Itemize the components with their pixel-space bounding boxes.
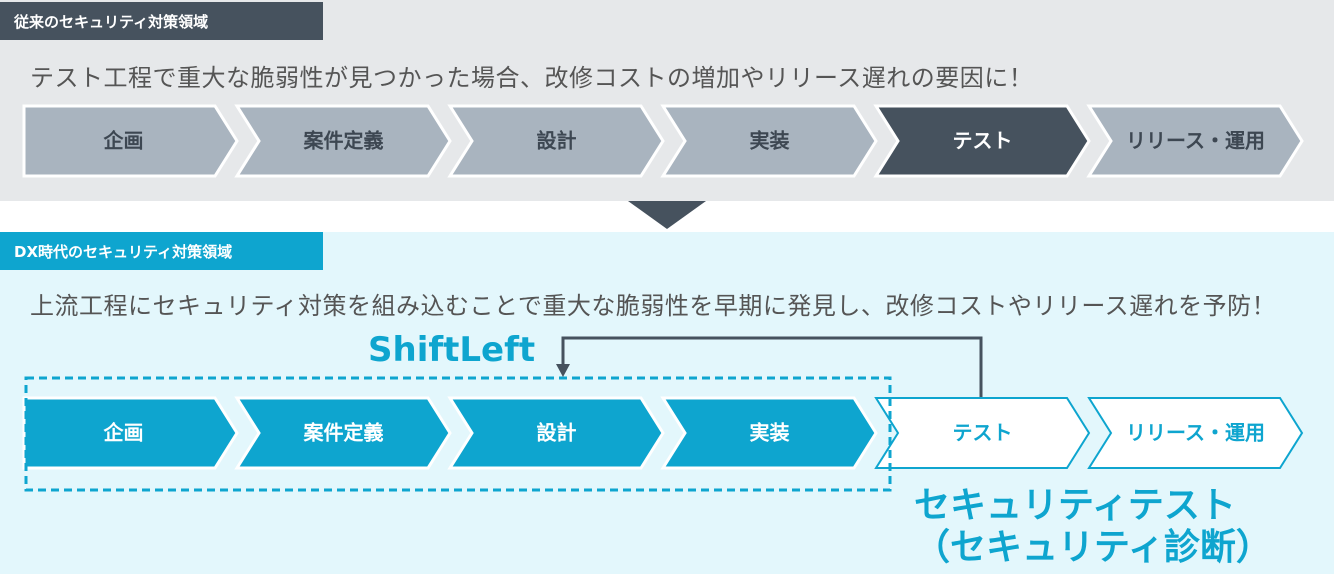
dx-step-label-requirements: 案件定義 bbox=[303, 421, 384, 445]
security-test-label: セキュリティテスト bbox=[914, 485, 1236, 526]
current-description: テスト工程で重大な脆弱性が見つかった場合、改修コストの増加やリリース遅れの要因に… bbox=[30, 64, 1034, 92]
security-diagnosis-label: （セキュリティ診断） bbox=[914, 527, 1272, 568]
shift-left-arrow-line bbox=[561, 336, 983, 397]
dx-step-test bbox=[874, 397, 1091, 469]
dx-process-row: 企画 案件定義 設計 実装 テスト リリース・運用 bbox=[22, 396, 1304, 470]
current-step-requirements bbox=[234, 104, 452, 178]
shift-left-arrowhead bbox=[556, 364, 570, 377]
shift-left-dashed-box bbox=[24, 376, 892, 492]
dx-step-label-planning: 企画 bbox=[103, 421, 144, 445]
current-step-label-test: テスト bbox=[953, 129, 1013, 153]
dx-step-implementation bbox=[660, 396, 878, 470]
current-step-planning bbox=[22, 104, 239, 178]
current-step-implementation bbox=[660, 104, 878, 178]
dx-step-label-design: 設計 bbox=[537, 421, 577, 445]
dx-step-requirements bbox=[234, 396, 452, 470]
dx-step-label-release-operation: リリース・運用 bbox=[1126, 421, 1265, 445]
dx-step-label-implementation: 実装 bbox=[750, 421, 790, 445]
dx-heading: DX時代のセキュリティ対策領域 bbox=[0, 232, 323, 270]
shift-left-label: ShiftLeft bbox=[368, 330, 536, 370]
current-step-test bbox=[873, 104, 1091, 178]
transition-arrow bbox=[628, 201, 706, 229]
current-step-design bbox=[447, 104, 665, 178]
current-process-row: 企画 案件定義 設計 実装 テスト リリース・運用 bbox=[22, 104, 1304, 178]
dx-step-release-operation bbox=[1087, 397, 1304, 469]
current-step-label-planning: 企画 bbox=[103, 129, 144, 153]
dx-description: 上流工程にセキュリティ対策を組み込むことで重大な脆弱性を早期に発見し、改修コスト… bbox=[30, 292, 1277, 320]
current-step-label-design: 設計 bbox=[537, 129, 577, 153]
current-step-label-requirements: 案件定義 bbox=[303, 129, 384, 153]
dx-step-label-test: テスト bbox=[953, 421, 1013, 445]
current-heading: 従来のセキュリティ対策領域 bbox=[0, 2, 323, 40]
current-step-label-implementation: 実装 bbox=[750, 129, 790, 153]
dx-step-planning bbox=[22, 396, 239, 470]
current-step-release-operation bbox=[1086, 104, 1304, 178]
dx-step-design bbox=[447, 396, 665, 470]
current-step-label-release-operation: リリース・運用 bbox=[1126, 129, 1265, 153]
